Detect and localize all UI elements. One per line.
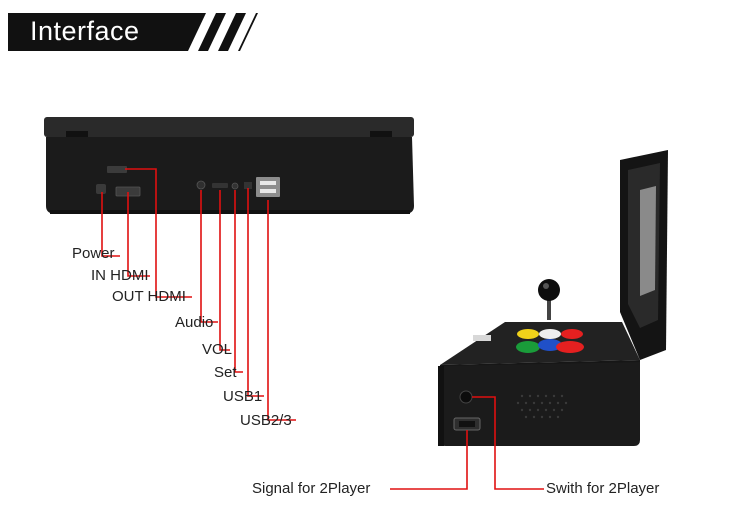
arcade-cabinet: [438, 150, 668, 446]
label-usb1: USB1: [223, 388, 263, 405]
in-hdmi-port: [107, 166, 127, 173]
banner-stripe: [208, 13, 236, 51]
vol-port: [212, 183, 228, 188]
label-in-hdmi: IN HDMI: [91, 267, 149, 284]
page-title: Interface: [30, 16, 140, 46]
side-leader-lines: [390, 396, 544, 490]
label-power: Power: [72, 245, 115, 262]
set-port: [231, 182, 239, 190]
label-switch-2player: Swith for 2Player: [546, 480, 660, 497]
label-usb23: USB2/3: [240, 412, 292, 429]
banner-stripe: [228, 13, 256, 51]
label-set: Set: [214, 364, 237, 381]
banner-stripe: [188, 13, 216, 51]
rear-leader-lines: [101, 168, 296, 421]
rear-console: [44, 117, 414, 214]
usb23-port: [256, 177, 280, 197]
label-out-hdmi: OUT HDMI: [112, 288, 186, 305]
label-vol: VOL: [202, 341, 233, 358]
label-audio: Audio: [175, 314, 214, 331]
switch-2player-port: [459, 390, 473, 404]
power-port: [96, 184, 106, 194]
title-banner-area: Interface: [0, 13, 258, 51]
audio-port: [196, 180, 206, 190]
label-signal-2player: Signal for 2Player: [252, 480, 371, 497]
usb1-port: [244, 182, 252, 189]
